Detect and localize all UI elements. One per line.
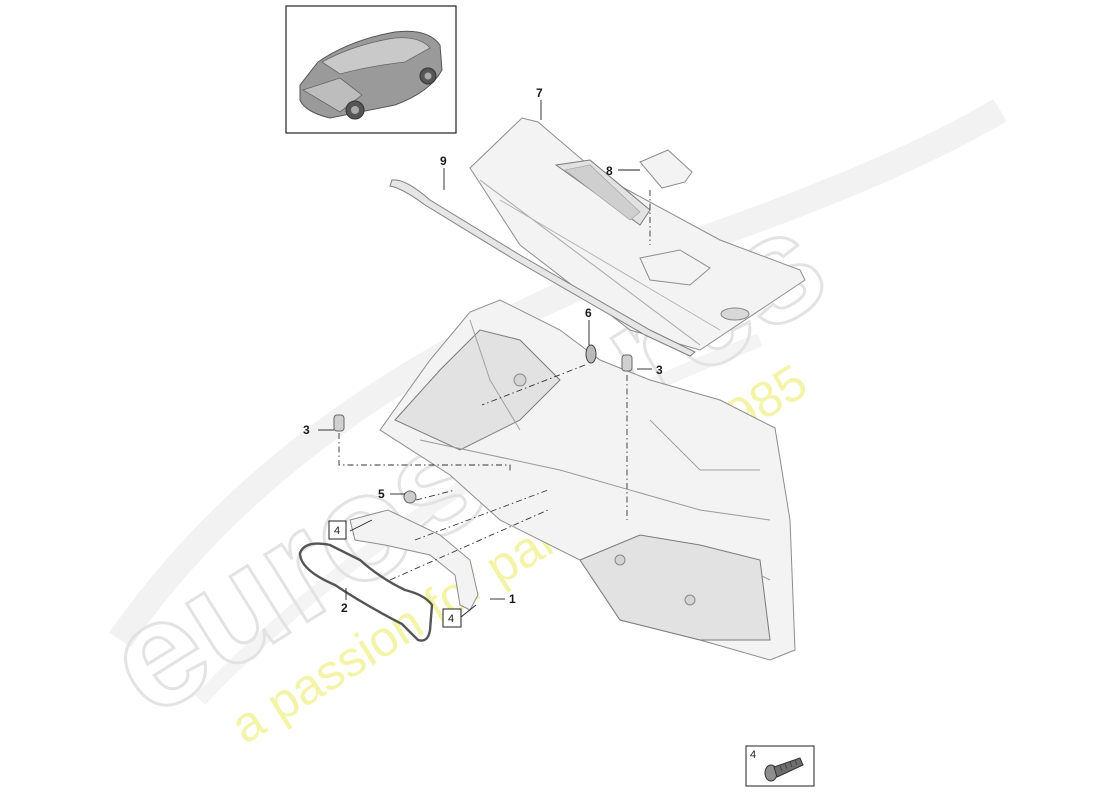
legend-label: 4 [750, 749, 756, 761]
plug-right [621, 354, 633, 372]
drain-channel [349, 509, 479, 611]
callout-5: 5 [378, 487, 385, 501]
callout-4-lower: 4 [448, 613, 454, 625]
callout-9: 9 [440, 154, 447, 168]
leader-lines [318, 100, 652, 618]
ring-seal [585, 344, 597, 364]
screw-icon [764, 757, 804, 782]
grommet [403, 490, 417, 504]
callout-8: 8 [606, 164, 613, 178]
cowl-seal [389, 179, 696, 357]
callouts: 7 8 9 6 3 3 5 2 1 [303, 86, 663, 615]
body-shell [379, 299, 796, 661]
cover-cap [639, 149, 693, 189]
seal-hose [298, 542, 434, 642]
legend-box: 4 [745, 745, 815, 787]
callout-2: 2 [341, 601, 348, 615]
callout-1: 1 [509, 592, 516, 606]
callout-3-right: 3 [656, 363, 663, 377]
vehicle-thumbnail [285, 5, 457, 134]
boxed-callout-upper: 4 [328, 520, 347, 540]
vehicle-icon [299, 30, 443, 120]
callout-3-left: 3 [303, 423, 310, 437]
callout-4-upper: 4 [334, 525, 340, 537]
boxed-callout-lower: 4 [442, 608, 462, 628]
callout-6: 6 [585, 306, 592, 320]
plug-left [333, 414, 345, 432]
callout-7: 7 [536, 86, 543, 100]
